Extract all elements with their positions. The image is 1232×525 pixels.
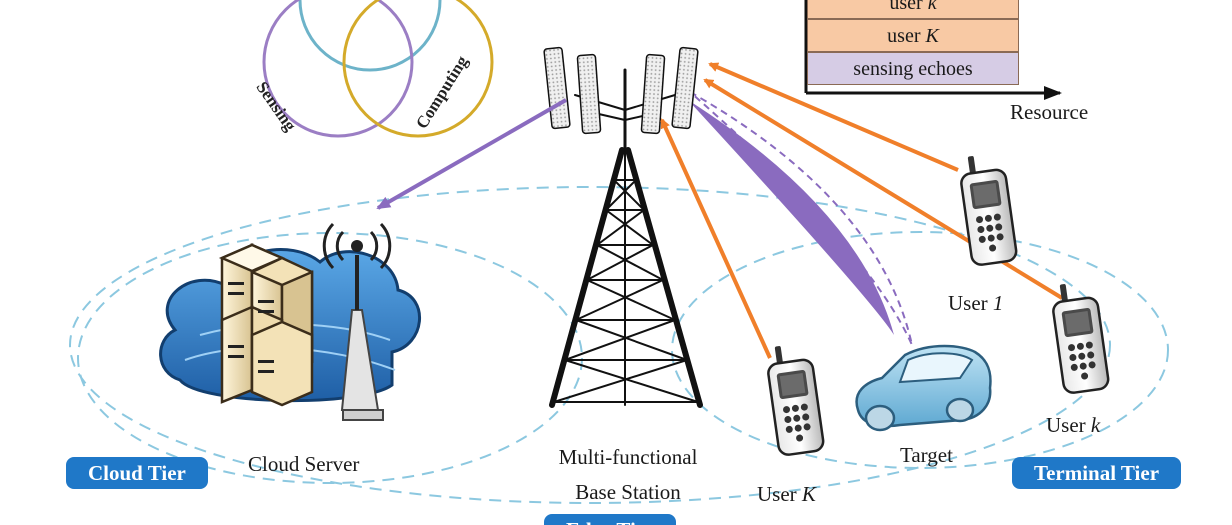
sensing-beam-core xyxy=(688,100,894,335)
computing-circle xyxy=(342,0,494,138)
cloud-tier-badge: Cloud Tier xyxy=(66,457,208,489)
user-K-label: User K xyxy=(757,482,816,506)
resource-row-user-K: user K xyxy=(807,19,1019,52)
cloud-coverage-ring xyxy=(77,232,583,484)
user-1-label: User 1 xyxy=(948,291,1004,315)
sensing-circle xyxy=(262,0,414,138)
sensing-beam xyxy=(688,91,913,346)
resource-row-sensing-echoes: sensing echoes xyxy=(807,52,1019,85)
antenna-icon xyxy=(322,222,392,421)
communication-circle xyxy=(298,0,442,72)
phone-user-k-icon xyxy=(1052,284,1110,394)
uplink-arrow-user-1 xyxy=(708,62,959,172)
resource-row-user-k: user k xyxy=(807,0,1019,19)
function-venn xyxy=(262,0,494,138)
target-label: Target xyxy=(900,443,953,467)
edge-tier-badge: Edge Tier xyxy=(544,514,677,525)
resource-row-label: sensing echoes xyxy=(853,58,973,80)
terminal-tier-badge: Terminal Tier xyxy=(1012,457,1182,489)
terminal-coverage-ring xyxy=(671,231,1169,469)
base-station-label-line1: Multi-functional xyxy=(558,445,698,469)
target-car-icon xyxy=(855,344,992,432)
cloud-server-label: Cloud Server xyxy=(248,452,360,476)
coverage-rings xyxy=(69,186,1169,504)
resource-row-label: user K xyxy=(887,25,939,47)
uplink-arrow-user-K xyxy=(660,118,772,359)
edge-coverage-ring xyxy=(69,186,1111,504)
base-station-label-line2: Base Station xyxy=(575,480,681,504)
resource-axis-label: Resource xyxy=(1010,100,1089,124)
phone-user-1-icon xyxy=(960,156,1018,266)
backhaul-arrow xyxy=(376,98,567,210)
sensing-beam-envelope xyxy=(689,91,913,346)
resource-chart-axes xyxy=(804,0,1062,100)
cloud-server-icon xyxy=(159,222,422,421)
phone-user-K-icon xyxy=(767,346,825,456)
resource-row-label: user k xyxy=(889,0,937,14)
user-k-label: User k xyxy=(1046,413,1101,437)
base-station-tower xyxy=(543,46,703,408)
